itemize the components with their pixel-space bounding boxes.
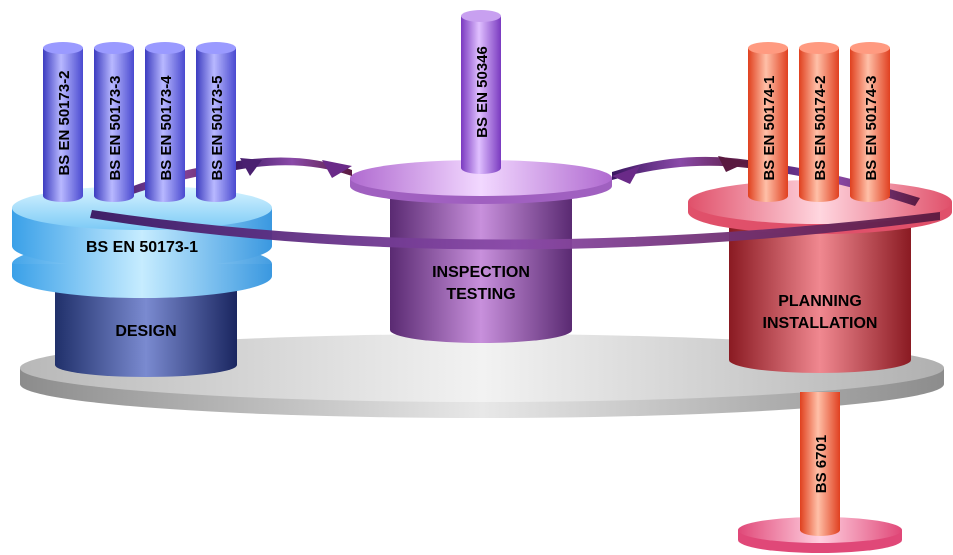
design-label: DESIGN [115,323,176,340]
pillar-bs-en-50173-3: BS EN 50173-3 [94,42,134,202]
bs-6701-group: BS 6701 [738,392,902,553]
testing-label: TESTING [446,286,515,303]
right-pillars: BS EN 50174-1 BS EN 50174-2 BS EN 50174-… [748,42,890,202]
pillar-bs-en-50174-2: BS EN 50174-2 [799,42,839,202]
pillar-label: BS EN 50174-1 [761,75,778,180]
ring-arrowheads [240,156,748,184]
left-pillars: BS EN 50173-2 BS EN 50173-3 BS EN 50173-… [43,42,236,202]
pillar-bs-en-50346: BS EN 50346 [461,10,501,174]
pillar-bs-en-50173-4: BS EN 50173-4 [145,42,185,202]
pillar-bs-en-50174-3: BS EN 50174-3 [850,42,890,202]
arrow-right-icon [718,156,748,172]
pillar-label: BS EN 50173-4 [158,75,175,181]
arrow-right-icon [322,160,352,178]
pillar-label: BS EN 50174-3 [863,75,880,180]
pillar-label: BS EN 50174-2 [812,75,829,180]
pillar-label: BS EN 50346 [474,46,491,138]
pillar-label: BS EN 50173-5 [209,75,226,180]
arrow-left-icon [612,166,640,184]
pillar-bs-6701: BS 6701 [800,392,840,536]
installation-label: INSTALLATION [763,315,878,332]
arrow-left-icon [240,158,262,176]
pillar-bs-en-50173-2: BS EN 50173-2 [43,42,83,202]
bs-en-50173-1-label: BS EN 50173-1 [86,239,198,256]
pillar-label: BS 6701 [813,435,830,493]
pillar-label: BS EN 50173-3 [107,75,124,180]
pillar-label: BS EN 50173-2 [56,70,73,175]
inspection-testing-block: INSPECTION TESTING [350,160,612,343]
pillar-bs-en-50173-5: BS EN 50173-5 [196,42,236,202]
base-platform [20,334,944,418]
inspection-label: INSPECTION [432,264,530,281]
pillar-bs-en-50174-1: BS EN 50174-1 [748,42,788,202]
planning-label: PLANNING [778,293,862,310]
